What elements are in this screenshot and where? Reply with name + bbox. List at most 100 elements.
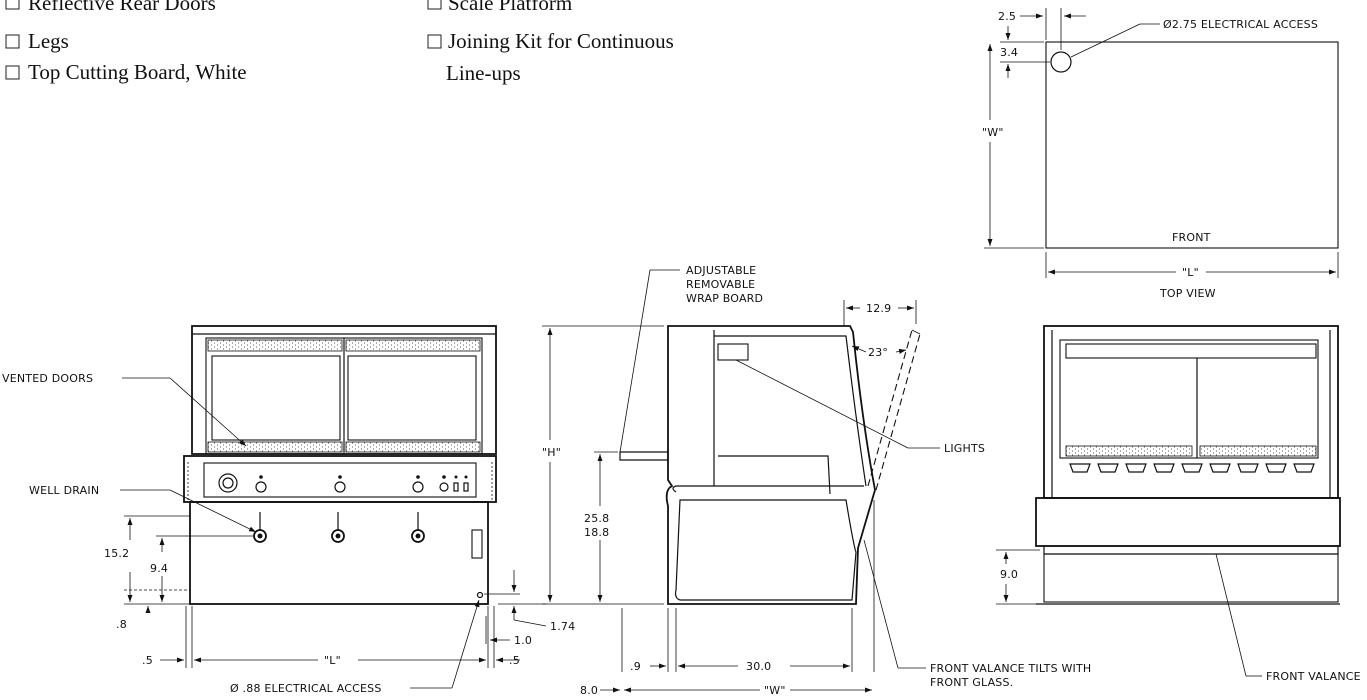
door-glass [347,355,477,441]
dim-w: "W" [764,684,786,697]
dim-30-0: 30.0 [746,660,771,673]
checkbox[interactable] [5,34,20,49]
tilted-glass [867,329,913,487]
dim-arrow [895,348,907,354]
option-label: Joining Kit for Continuous [448,29,674,53]
cabinet-base [1043,553,1339,603]
door-left [205,337,345,455]
dim-9-0: 9.0 [1000,568,1018,581]
door-right [343,337,483,455]
dim-1-0: 1.0 [514,634,532,647]
wrap-board [619,451,669,461]
top-view: Ø2.75 ELECTRICAL ACCESS 2.5 3.4 "W" FRON… [982,8,1339,300]
lights-label: LIGHTS [944,442,985,455]
front-view: VENTED DOORS WELL DRAIN 15.2 9.4 .8 .5 "… [2,325,575,695]
dim-h: "H" [542,446,561,459]
rear-view: 9.0 FRONT VALANCE [996,325,1361,683]
drain-valves [253,512,425,543]
dim-25-8: 25.8 [584,512,609,525]
option-label: Reflective Rear Doors [28,0,216,15]
access-panel [471,529,483,559]
dim-12-9: 12.9 [866,302,891,315]
leader-line [863,539,899,669]
wrap-board-label-1: ADJUSTABLE [686,264,756,277]
dim-3-4: 3.4 [1000,46,1018,59]
dim-9-4: 9.4 [150,562,168,575]
leader-line [735,359,909,449]
side-view: ADJUSTABLE REMOVABLE WRAP BOARD 12.9 23°… [542,264,1091,697]
tilted-glass [875,333,921,491]
option-legs[interactable]: Legs [5,29,69,53]
vent-strip [1065,445,1193,457]
leader-line [1070,23,1141,58]
front-valance-label: FRONT VALANCE [1266,670,1361,683]
option-joining-kit[interactable]: Joining Kit for Continuous Line-ups [427,29,674,85]
dim-1-74: 1.74 [550,620,575,633]
dim-0-8: .8 [116,618,127,631]
main-switch [218,473,238,493]
dim-l: "L" [324,654,341,667]
option-label: Scale Platform [448,0,572,15]
option-label: Top Cutting Board, White [28,60,247,84]
vented-doors-label: VENTED DOORS [2,372,93,385]
vent-strip [207,441,343,453]
dim-15-2: 15.2 [104,547,129,560]
dim-0-9: .9 [630,660,641,673]
vent-strip [345,339,481,352]
base-panel [1035,497,1341,547]
option-scale-platform[interactable]: Scale Platform [427,0,572,15]
thermostat-knobs [255,475,469,493]
dim-0-5-right: .5 [509,654,520,667]
tilted-glass-edge [911,329,921,335]
option-label: Legs [28,29,69,53]
vent-strip [345,441,481,453]
leader-line [169,489,257,533]
cabinet-base [189,501,489,605]
panel-face [203,462,477,498]
leader-line [169,377,247,447]
leader-line [619,269,651,453]
vent-strip [1199,445,1317,457]
door-glass [211,355,341,441]
well-pan [718,455,831,495]
checkbox[interactable] [5,65,20,80]
dim-l: "L" [1182,266,1199,279]
dim-0-5-left: .5 [142,654,153,667]
dim-w: "W" [982,126,1004,139]
option-label-line2: Line-ups [446,61,521,85]
wrap-board-label-2: REMOVABLE [686,278,755,291]
front-valance-tilts-label-1: FRONT VALANCE TILTS WITH [930,662,1091,675]
main-switch-inner [222,477,234,489]
checkbox[interactable] [5,0,20,10]
dim-8-0: 8.0 [580,684,598,697]
dim-2-5: 2.5 [998,10,1016,23]
electrical-access-hole [1050,51,1072,73]
light-bar [1065,343,1317,359]
heating-elements [1069,463,1315,473]
checkbox[interactable] [427,0,442,10]
light-fixture [717,343,749,361]
front-valance-tilts-label-2: FRONT GLASS. [930,676,1013,689]
leader-line [513,619,547,627]
wrap-board-label-3: WRAP BOARD [686,292,763,305]
electrical-access-hole [476,591,484,599]
option-reflective-rear-doors[interactable]: Reflective Rear Doors [5,0,216,15]
electrical-access-label: Ø .88 ELECTRICAL ACCESS [230,682,382,695]
counter-line [672,485,864,493]
leader-line [1215,553,1247,677]
glass-line [714,335,867,487]
option-top-cutting-board[interactable]: Top Cutting Board, White [5,60,247,84]
front-valance [1043,545,1339,555]
vent-strip [207,339,343,352]
dim-23: 23° [868,346,888,359]
top-view-title: TOP VIEW [1159,287,1216,300]
dim-18-8: 18.8 [584,526,609,539]
electrical-access-label: Ø2.75 ELECTRICAL ACCESS [1163,18,1318,31]
checkbox[interactable] [427,34,442,49]
dim-arrow [851,345,867,353]
case-profile [665,325,876,605]
top-view-outline [1045,41,1339,249]
glass-area [1059,339,1319,459]
well-liner [674,499,857,601]
